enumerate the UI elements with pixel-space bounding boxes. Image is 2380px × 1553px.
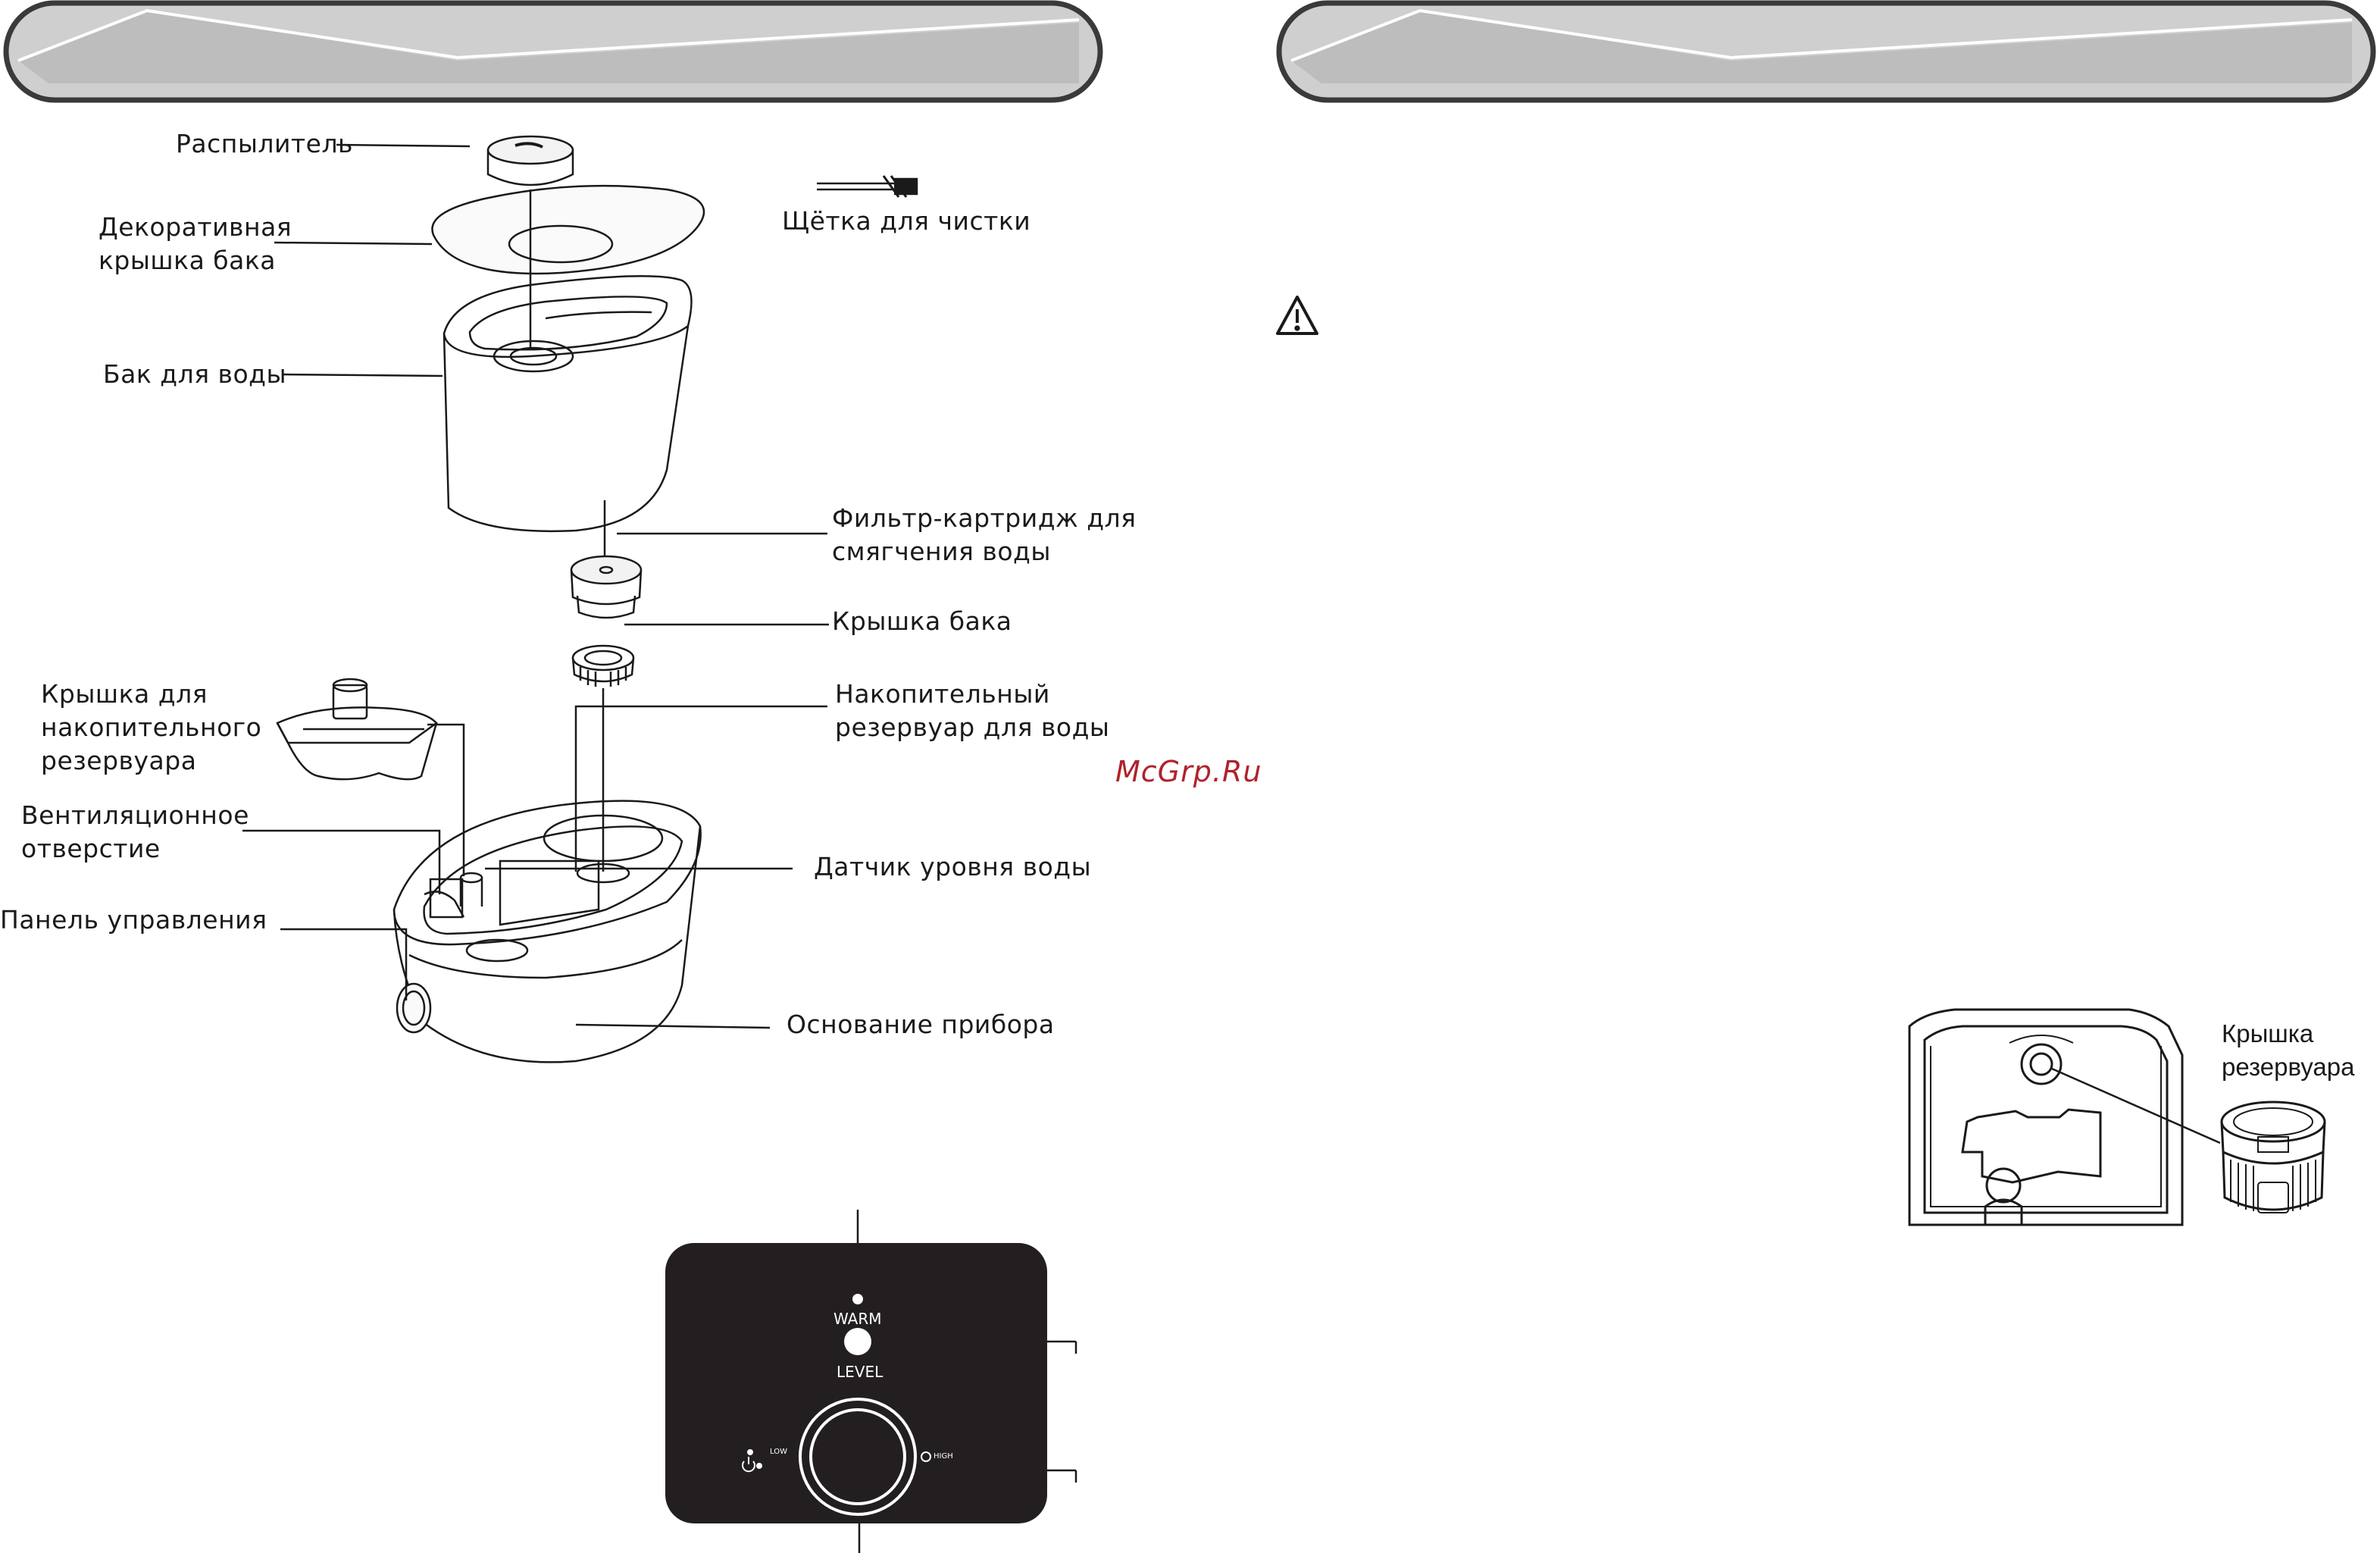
reservoir-base-bottom-view [1908, 1008, 2184, 1226]
label-decorative-cover-1: Декоративная [99, 212, 292, 242]
leader-reservoir [574, 705, 827, 872]
label-filter-1: Фильтр-картридж для [832, 503, 1137, 533]
brush-part [817, 175, 918, 198]
label-decorative-cover-2: крышка бака [99, 246, 277, 275]
label-reservoir-cover-2: накопительного [41, 712, 262, 742]
control-panel-illustration: WARM LEVEL LOW HIGH [665, 1243, 1047, 1523]
label-reservoir-cap-1: Крышка [2222, 1019, 2314, 1047]
warning-triangle-icon [1276, 296, 1318, 335]
leader-control-panel [280, 928, 408, 1000]
label-reservoir-cover-1: Крышка для [41, 679, 208, 709]
water-tank-part [443, 274, 693, 533]
leader-base [575, 1023, 771, 1029]
header-banner-right [1276, 0, 2376, 103]
tank-cap-part [571, 644, 635, 687]
leader-vent [242, 829, 441, 894]
label-vent-2: отверстие [21, 834, 161, 863]
label-reservoir-cover-3: резервуара [41, 746, 197, 775]
reservoir-cover-part [276, 678, 438, 781]
label-base: Основание прибора [787, 1010, 1055, 1039]
label-reservoir-2: резервуар для воды [835, 712, 1110, 742]
label-atomizer: Распылитель [176, 129, 354, 158]
warm-indicator-led [852, 1294, 863, 1304]
label-control-panel: Панель управления [0, 905, 267, 935]
panel-graphics [742, 1294, 931, 1516]
label-vent-1: Вентиляционное [21, 800, 249, 830]
panel-high-label: HIGH [934, 1452, 953, 1461]
label-level-sensor: Датчик уровня воды [814, 852, 1092, 881]
label-brush: Щётка для чистки [782, 206, 1031, 236]
leader-water-tank [283, 373, 443, 377]
level-knob-ring [799, 1398, 917, 1516]
power-icon [742, 1457, 755, 1473]
label-reservoir-1: Накопительный [835, 679, 1050, 709]
label-reservoir-cap-2: резервуара [2222, 1053, 2355, 1081]
leader-decorative-cover [274, 241, 433, 246]
header-banner-left [3, 0, 1103, 103]
panel-low-label: LOW [770, 1448, 787, 1456]
label-water-tank: Бак для воды [103, 359, 287, 389]
warm-button [844, 1328, 871, 1355]
label-filter-2: смягчения воды [832, 537, 1051, 566]
watermark: McGrp.Ru [1115, 755, 1262, 788]
panel-level-label: LEVEL [837, 1363, 884, 1381]
leader-reservoir-cap [2051, 1067, 2221, 1144]
panel-warm-label: WARM [833, 1310, 882, 1328]
label-tank-cap: Крышка бака [832, 606, 1012, 636]
reservoir-cap-part [2220, 1101, 2326, 1213]
atomizer-part [486, 135, 574, 186]
leader-reservoir-cover [427, 723, 465, 876]
decorative-cover-part [431, 184, 705, 275]
filter-cartridge-part [570, 555, 643, 619]
level-knob [809, 1408, 906, 1505]
leader-atomizer [336, 143, 471, 148]
